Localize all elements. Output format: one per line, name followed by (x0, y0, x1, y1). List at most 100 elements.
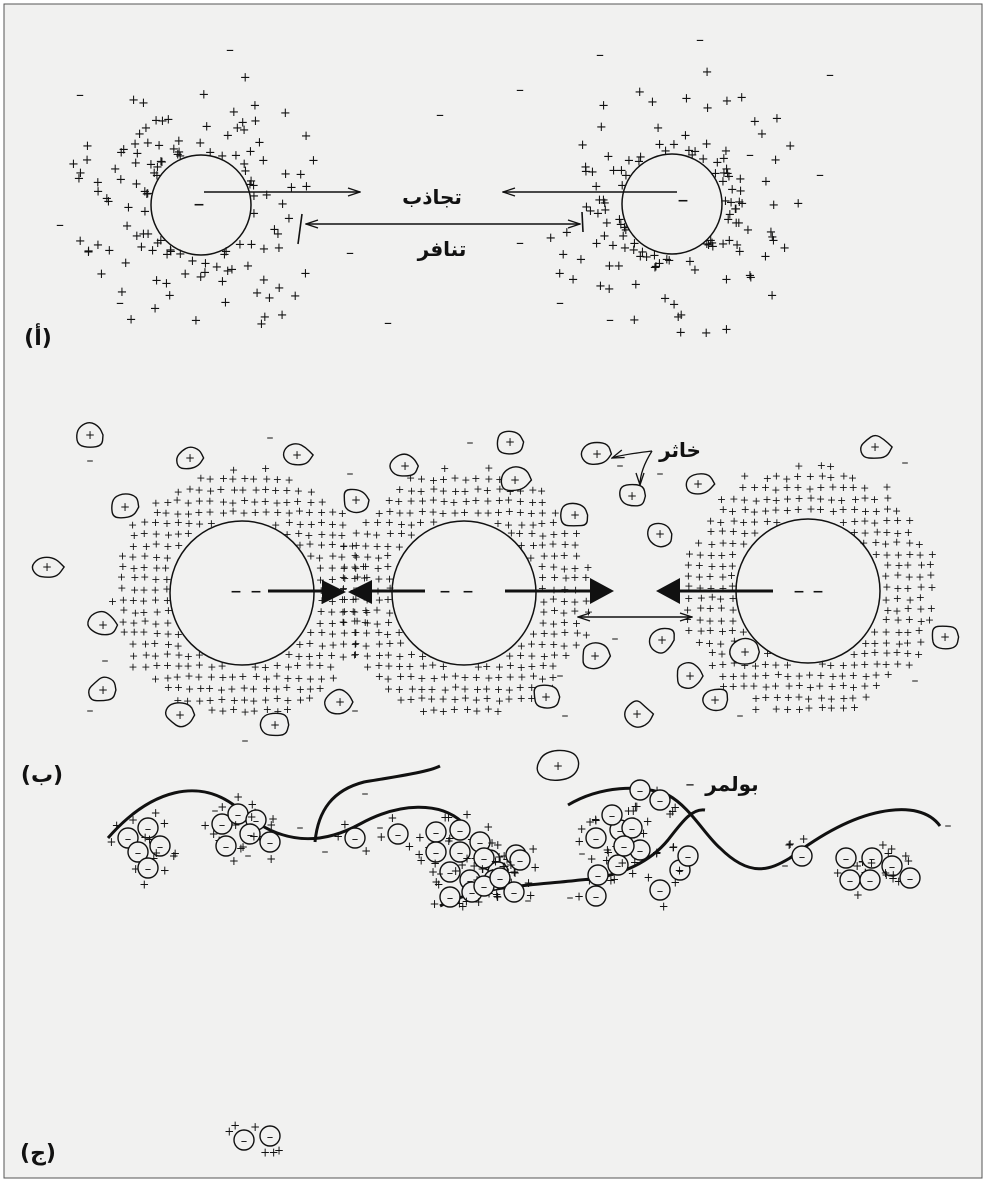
flocculant-charge: + (541, 690, 551, 704)
counter-ion: + (195, 136, 206, 151)
counter-ion: + (404, 840, 414, 854)
counter-ion: + (224, 1124, 234, 1138)
counter-ion: + (104, 244, 115, 259)
panel-a-label: (أ) (24, 322, 52, 351)
counter-ion: + (82, 153, 93, 168)
counter-ion: + (530, 861, 540, 875)
counter-ion: + (205, 473, 214, 486)
counter-ion: + (123, 200, 134, 215)
counter-ion: + (718, 537, 727, 550)
flocculant-charge: + (120, 500, 130, 514)
counter-ion: + (333, 829, 343, 843)
counter-ion: + (205, 682, 214, 695)
counter-ion: + (717, 602, 726, 615)
counter-ion: + (805, 668, 814, 681)
free-charge: – (322, 844, 329, 860)
particle-small-charge: – (223, 840, 230, 855)
co-ion: – (76, 85, 84, 104)
counter-ion: + (172, 494, 181, 507)
counter-ion: + (721, 273, 732, 288)
counter-ion: + (106, 835, 116, 849)
flocculant-charge: + (693, 477, 703, 491)
counter-ion: + (772, 112, 783, 127)
counter-ion: + (305, 692, 314, 705)
counter-ion: + (763, 515, 772, 528)
counter-ion: + (539, 659, 548, 672)
counter-ion: + (174, 681, 183, 694)
counter-ion: + (83, 244, 94, 259)
counter-ion: + (406, 670, 415, 683)
counter-ion: + (406, 693, 415, 706)
particle-small-charge: – (457, 824, 464, 839)
counter-ion: + (140, 527, 149, 540)
counter-ion: + (925, 614, 934, 627)
counter-ion: + (386, 527, 395, 540)
counter-ion: + (277, 308, 288, 323)
counter-ion: + (576, 252, 587, 267)
counter-ion: + (249, 830, 259, 844)
counter-ion: + (504, 693, 513, 706)
particle-left-charge: – (194, 192, 205, 217)
counter-ion: + (195, 270, 206, 285)
counter-ion: + (706, 602, 715, 615)
counter-ion: + (163, 113, 174, 128)
counter-ion: + (417, 692, 426, 705)
counter-ion: + (882, 613, 891, 626)
counter-ion: + (893, 592, 902, 605)
counter-ion: + (574, 889, 584, 903)
counter-ion: + (240, 705, 249, 718)
counter-ion: + (396, 694, 405, 707)
counter-ion: + (195, 517, 204, 530)
particle-small-charge: – (241, 1134, 248, 1149)
counter-ion: + (694, 536, 703, 549)
counter-ion: + (708, 659, 717, 672)
counter-ion: + (339, 616, 348, 629)
counter-ion: + (538, 582, 547, 595)
counter-ion: + (681, 92, 692, 107)
counter-ion: + (853, 888, 863, 902)
counter-ion: + (239, 157, 250, 172)
counter-ion: + (483, 820, 493, 834)
counter-ion: + (749, 680, 758, 693)
counter-ion: + (770, 153, 781, 168)
particle-small-charge: – (867, 874, 874, 889)
counter-ion: + (893, 514, 902, 527)
counter-ion: + (872, 679, 881, 692)
counter-ion: + (680, 129, 691, 144)
counter-ion: + (827, 702, 836, 715)
counter-ion: + (761, 174, 772, 189)
counter-ion: + (68, 157, 79, 172)
counter-ion: + (305, 659, 314, 672)
counter-ion: + (785, 837, 795, 851)
flocculant-charge: + (685, 669, 695, 683)
counter-ion: + (395, 483, 404, 496)
counter-ion: + (477, 862, 487, 876)
counter-ion: + (581, 165, 592, 180)
counter-ion: + (162, 247, 173, 262)
panel-c-label: (ج) (20, 1141, 56, 1166)
counter-ion: + (850, 701, 859, 714)
counter-ion: + (914, 648, 923, 661)
free-charge: – (525, 893, 532, 909)
counter-ion: + (732, 238, 743, 253)
counter-ion: + (221, 245, 232, 260)
counter-ion: + (701, 137, 712, 152)
counter-ion: + (93, 238, 104, 253)
counter-ion: + (585, 815, 595, 829)
counter-ion: + (490, 855, 500, 869)
counter-ion: + (893, 569, 902, 582)
flocculant-charge: + (592, 447, 602, 461)
counter-ion: + (860, 492, 869, 505)
counter-ion: + (756, 127, 767, 142)
counter-ion: + (151, 114, 162, 129)
free-charge: – (612, 631, 619, 647)
flocculant-charge: + (185, 451, 195, 465)
counter-ion: + (301, 129, 312, 144)
counter-ion: + (184, 670, 193, 683)
counter-ion: + (180, 267, 191, 282)
counter-ion: + (317, 626, 326, 639)
counter-ion: + (861, 691, 870, 704)
counter-ion: + (429, 897, 439, 911)
counter-ion: + (174, 539, 183, 552)
